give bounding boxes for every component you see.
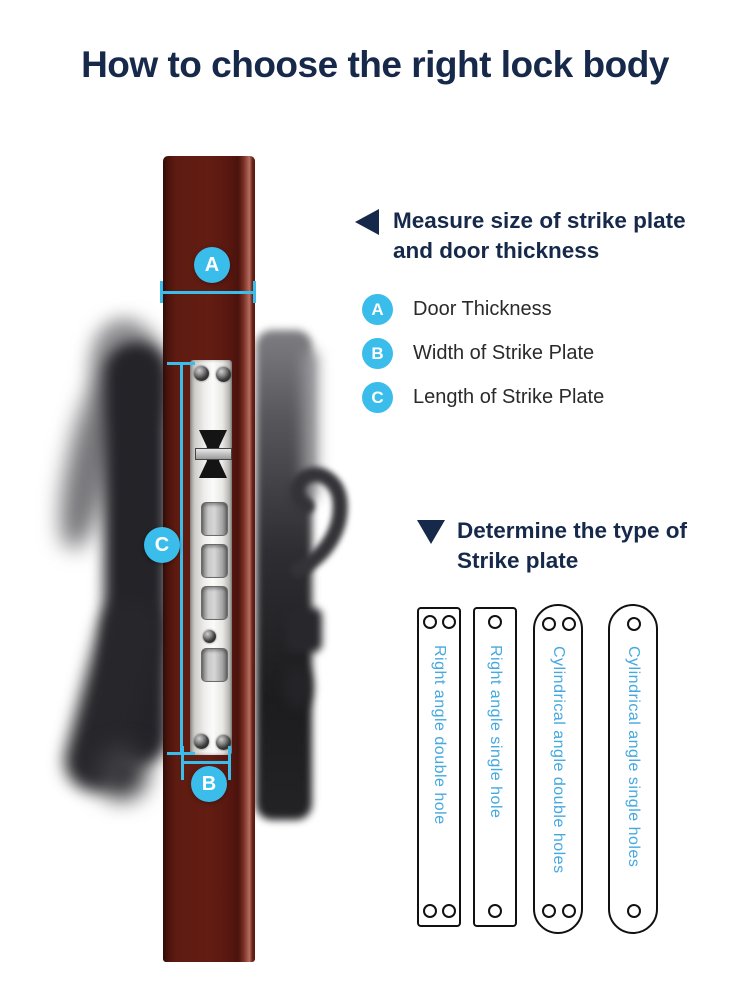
type-heading-line2: Strike plate bbox=[457, 548, 579, 573]
screw-icon bbox=[216, 367, 231, 382]
bolt-slot bbox=[201, 544, 228, 578]
marker-a: A bbox=[194, 247, 230, 283]
measure-cap bbox=[253, 281, 256, 303]
plate-right-angle-double-hole: Right angle double hole bbox=[417, 607, 461, 927]
type-section-heading: Determine the type of Strike plate bbox=[417, 516, 687, 576]
hole-icon bbox=[488, 904, 502, 918]
page-title: How to choose the right lock body bbox=[81, 44, 669, 85]
screw-icon bbox=[194, 734, 209, 749]
legend-label: Door Thickness bbox=[413, 298, 552, 320]
legend-badge-b: B bbox=[362, 338, 393, 369]
blurred-lock-knob bbox=[286, 608, 322, 652]
measure-line-a bbox=[162, 291, 256, 294]
legend-badge-c: C bbox=[362, 382, 393, 413]
hole-icon bbox=[627, 617, 641, 631]
screw-icon bbox=[194, 366, 209, 381]
plate-right-angle-single-hole: Right angle single hole bbox=[473, 607, 517, 927]
measure-line-b bbox=[182, 761, 230, 764]
measure-section-heading: Measure size of strike plate and door th… bbox=[355, 206, 686, 266]
hole-icon bbox=[562, 904, 576, 918]
legend-item-door-thickness: A Door Thickness bbox=[362, 294, 604, 325]
plate-cylindrical-single-holes: Cylindrical angle single holes bbox=[608, 604, 658, 934]
measure-cap bbox=[228, 746, 231, 780]
plate-label: Right angle double hole bbox=[431, 645, 448, 825]
hole-icon bbox=[442, 615, 456, 629]
measure-heading-line1: Measure size of strike plate bbox=[393, 208, 686, 233]
blurred-lock-button bbox=[283, 666, 312, 708]
hole-icon bbox=[562, 617, 576, 631]
blurred-handle-end bbox=[96, 745, 148, 800]
plate-cylindrical-double-holes: Cylindrical angle double holes bbox=[533, 604, 583, 934]
hole-icon bbox=[542, 904, 556, 918]
measure-cap bbox=[167, 362, 195, 365]
blurred-lock-body-highlight bbox=[302, 350, 318, 500]
screw-icon bbox=[203, 630, 216, 643]
left-triangle-icon bbox=[355, 209, 379, 235]
legend-label: Width of Strike Plate bbox=[413, 342, 595, 364]
measure-legend: A Door Thickness B Width of Strike Plate… bbox=[362, 294, 604, 426]
measure-heading-line2: and door thickness bbox=[393, 238, 600, 263]
legend-item-width: B Width of Strike Plate bbox=[362, 338, 604, 369]
hole-icon bbox=[442, 904, 456, 918]
measure-cap bbox=[181, 746, 184, 780]
marker-b: B bbox=[191, 766, 227, 802]
legend-label: Length of Strike Plate bbox=[413, 386, 605, 408]
measure-line-c bbox=[180, 364, 183, 754]
hole-icon bbox=[488, 615, 502, 629]
hole-icon bbox=[423, 615, 437, 629]
down-triangle-icon bbox=[417, 520, 445, 544]
legend-badge-a: A bbox=[362, 294, 393, 325]
hole-icon bbox=[542, 617, 556, 631]
plate-label: Right angle single hole bbox=[487, 645, 504, 819]
hole-icon bbox=[627, 904, 641, 918]
screw-icon bbox=[216, 735, 231, 750]
bolt-slot bbox=[201, 648, 228, 682]
plate-label: Cylindrical angle double holes bbox=[550, 646, 567, 874]
bolt-slot bbox=[201, 502, 228, 536]
lock-lever-hook-icon bbox=[289, 467, 348, 578]
plate-label: Cylindrical angle single holes bbox=[625, 646, 642, 868]
legend-item-length: C Length of Strike Plate bbox=[362, 382, 604, 413]
latch-bar bbox=[195, 448, 232, 460]
measure-cap bbox=[160, 281, 163, 303]
bolt-slot bbox=[201, 586, 228, 620]
hole-icon bbox=[423, 904, 437, 918]
strike-plate-photo bbox=[190, 360, 232, 755]
marker-c: C bbox=[144, 527, 180, 563]
type-heading-line1: Determine the type of bbox=[457, 518, 688, 543]
